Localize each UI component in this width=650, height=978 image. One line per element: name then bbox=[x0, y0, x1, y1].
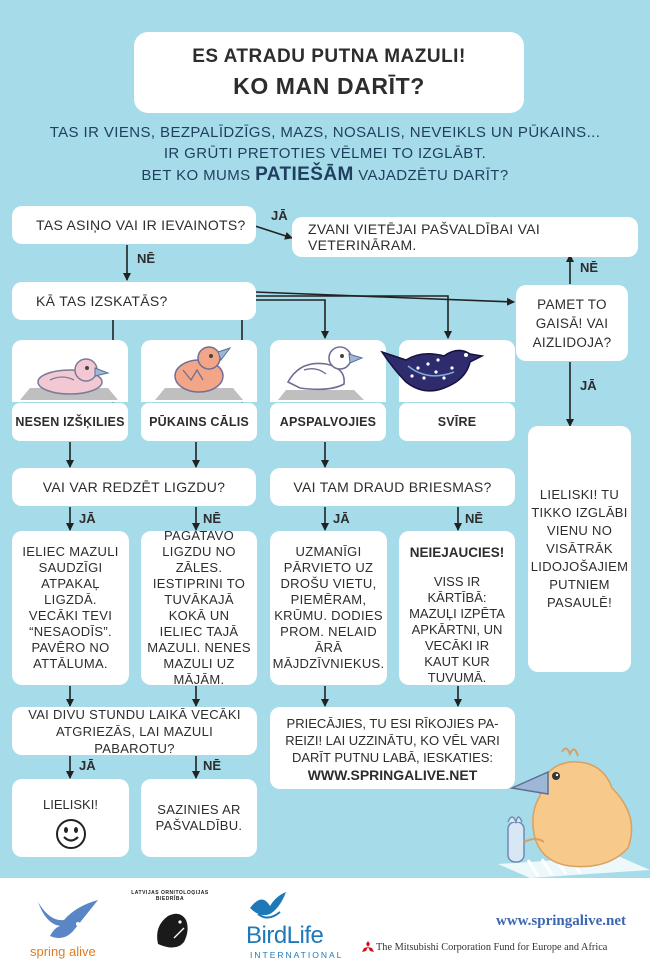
intro-line-3-post: VAJADZĒTU DARĪT? bbox=[358, 167, 509, 184]
label-yes-nest: JĀ bbox=[79, 511, 96, 526]
parents-no-box: SAZINIES AR PAŠVALDĪBU. bbox=[141, 779, 257, 857]
rejoice-text: PRIECĀJIES, TU ESI RĪKOJIES PA-REIZI! LA… bbox=[285, 716, 500, 765]
danger-yes-box: UZMANĪGI PĀRVIETO UZ DROŠU VIETU, PIEMĒR… bbox=[270, 531, 387, 685]
title-box: ES ATRADU PUTNA MAZULI! KO MAN DARĪT? bbox=[134, 32, 524, 113]
springalive-url[interactable]: www.springalive.net bbox=[496, 913, 627, 929]
call-vet-box: ZVANI VIETĒJAI PAŠVALDĪBAI VAI VETERINĀR… bbox=[292, 217, 638, 257]
rejoice-box: PRIECĀJIES, TU ESI RĪKOJIES PA-REIZI! LA… bbox=[270, 707, 515, 789]
intro-line-3-pre: BET KO MUMS bbox=[141, 167, 251, 184]
label-yes-parents: JĀ bbox=[79, 758, 96, 773]
label-no-bleeding: NĒ bbox=[137, 251, 156, 266]
lob-logo-text: LATVIJAS ORNITOLOĢIJAS BIEDRĪBA bbox=[131, 890, 209, 902]
spring-alive-logo-icon bbox=[38, 900, 98, 938]
great-saved-box: LIELISKI! TU TIKKO IZGLĀBI VIENU NO VISĀ… bbox=[528, 426, 631, 672]
tile-hatchling bbox=[12, 340, 128, 402]
lob-logo-icon bbox=[146, 907, 196, 957]
category-downy-chick: PŪKAINS CĀLIS bbox=[141, 403, 257, 441]
nest-no-box: PAGATAVO LIGZDU NO ZĀLES. IESTIPRINI TO … bbox=[141, 528, 257, 687]
category-hatchling: NESEN IZŠĶILIES bbox=[12, 403, 128, 441]
tile-downy-chick bbox=[141, 340, 257, 402]
category-starling: SVĪRE bbox=[399, 403, 515, 441]
label-no-parents: NĒ bbox=[203, 758, 222, 773]
smiley-icon bbox=[55, 819, 86, 849]
title-line-2: KO MAN DARĪT? bbox=[233, 73, 425, 99]
mitsubishi-icon bbox=[362, 941, 374, 952]
danger-no-box: NEIEJAUCIES! VISS IR KĀRTĪBĀ: MAZUĻI IZP… bbox=[399, 531, 515, 685]
question-danger: VAI TAM DRAUD BRIESMAS? bbox=[270, 468, 515, 506]
birdlife-logo-icon bbox=[250, 892, 286, 919]
label-no-flew: NĒ bbox=[580, 260, 599, 275]
label-yes-flew: JĀ bbox=[580, 378, 597, 393]
parents-yes-box: LIELISKI! bbox=[12, 779, 129, 857]
footer: spring alive LATVIJAS ORNITOLOĢIJAS BIED… bbox=[0, 878, 650, 978]
intro-line-1: TAS IR VIENS, BEZPALĪDZĪGS, MAZS, NOSALI… bbox=[49, 124, 601, 141]
question-looks: KĀ TAS IZSKATĀS? bbox=[12, 282, 256, 320]
intro-emphasis: PATIEŠĀM bbox=[255, 164, 354, 185]
downy-chick-icon bbox=[155, 346, 243, 400]
intro-line-2: IR GRŪTI PRETOTIES VĒLMEI TO IZGLĀBT. bbox=[163, 145, 487, 162]
nest-yes-box: IELIEC MAZULI SAUDZĪGI ATPAKAĻ LIGZDĀ. V… bbox=[12, 531, 129, 685]
question-parents: VAI DIVU STUNDU LAIKĀ VECĀKI ATGRIEZĀS, … bbox=[12, 707, 257, 756]
question-bleeding: TAS ASIŅO VAI IR IEVAINOTS? bbox=[12, 206, 256, 244]
fledgling-icon bbox=[278, 346, 364, 400]
website-link[interactable]: WWW.SPRINGALIVE.NET bbox=[307, 767, 478, 783]
danger-no-text: VISS IR KĀRTĪBĀ: MAZUĻI IZPĒTA APKĀRTNI,… bbox=[409, 574, 505, 685]
chick-mascot-icon bbox=[498, 747, 650, 878]
tile-fledgling bbox=[270, 340, 386, 402]
birdlife-logo-text: BirdLife bbox=[246, 922, 324, 949]
label-no-nest: NĒ bbox=[203, 511, 222, 526]
starling-icon bbox=[380, 349, 485, 392]
question-flew: PAMET TO GAISĀ! VAI AIZLIDOJA? bbox=[516, 285, 628, 361]
birdlife-logo-subtext: INTERNATIONAL bbox=[250, 950, 344, 960]
mitsubishi-text: The Mitsubishi Corporation Fund for Euro… bbox=[376, 942, 608, 953]
hatchling-icon bbox=[20, 358, 118, 400]
question-nest: VAI VAR REDZĒT LIGZDU? bbox=[12, 468, 256, 506]
spring-alive-logo-text: spring alive bbox=[30, 944, 96, 959]
parents-yes-text: LIELISKI! bbox=[43, 797, 98, 812]
label-yes-bleeding: JĀ bbox=[271, 208, 288, 223]
title-line-1: ES ATRADU PUTNA MAZULI! bbox=[192, 46, 466, 67]
danger-no-title: NEIEJAUCIES! bbox=[409, 545, 505, 560]
category-fledgling: APSPALVOJIES bbox=[270, 403, 386, 441]
intro-line-3: BET KO MUMS PATIEŠĀM VAJADZĒTU DARĪT? bbox=[0, 164, 650, 186]
label-yes-danger: JĀ bbox=[333, 511, 350, 526]
label-no-danger: NĒ bbox=[465, 511, 484, 526]
